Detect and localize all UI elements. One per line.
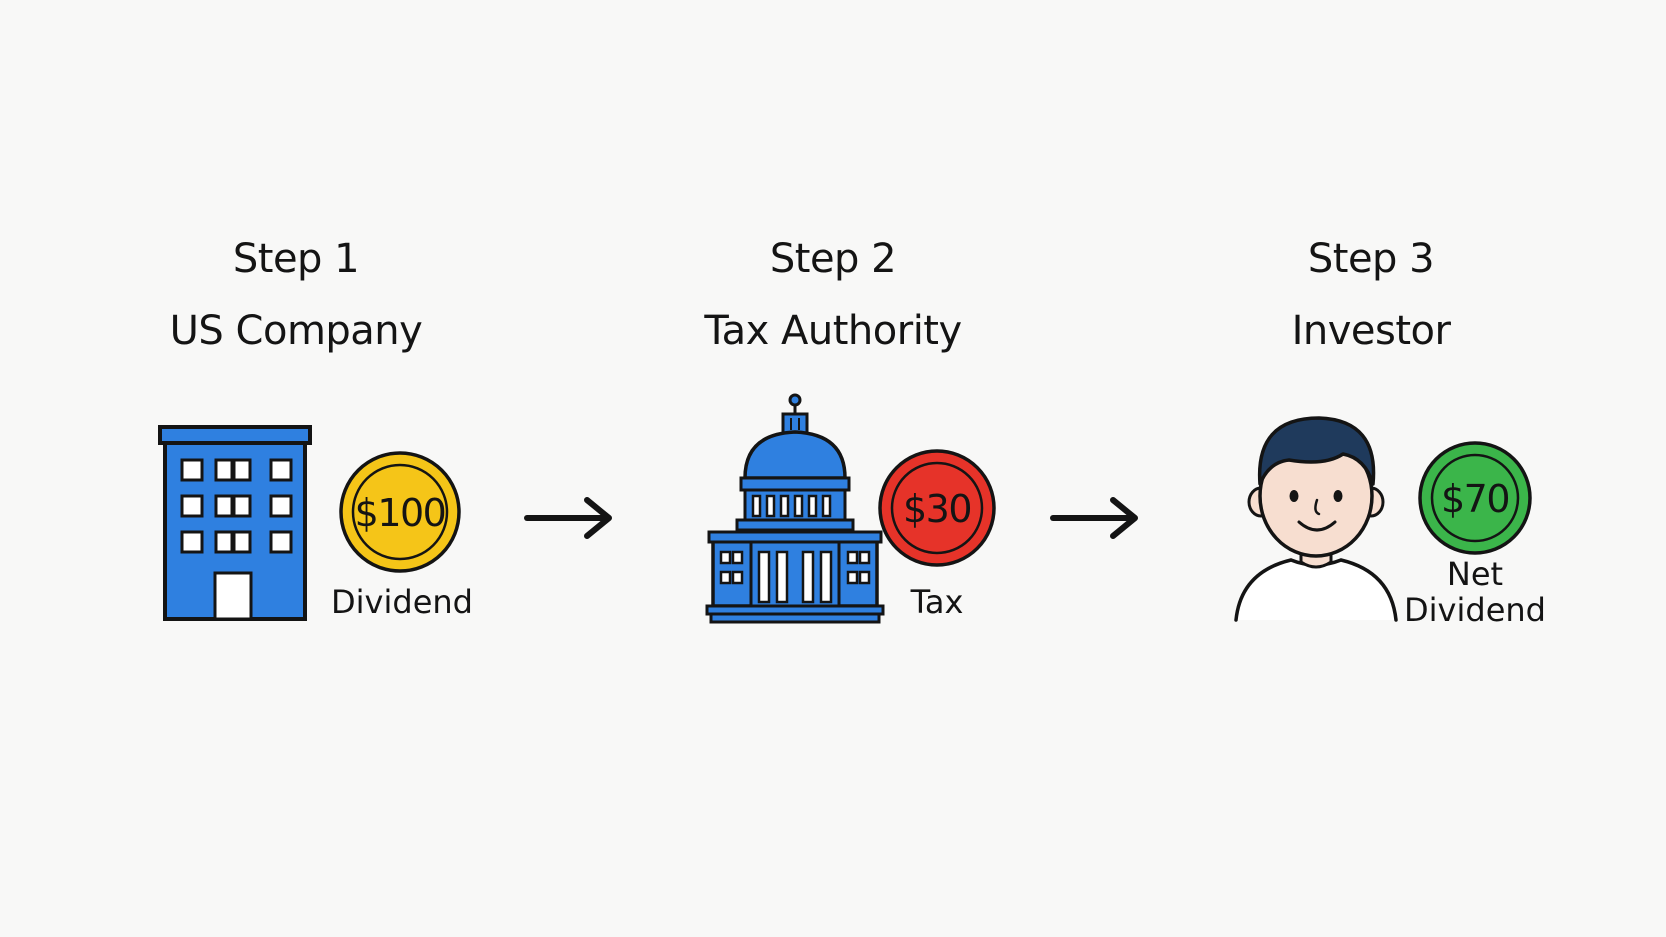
step-2-title: Tax Authority xyxy=(704,308,962,354)
arrow-right-icon xyxy=(1050,497,1138,539)
person-icon xyxy=(1234,416,1398,622)
dividend-coin: $100 xyxy=(339,451,461,573)
tax-caption: Tax xyxy=(910,583,964,621)
step-2-label: Step 2 xyxy=(769,236,897,282)
net-dividend-caption: Net Dividend xyxy=(1395,556,1555,628)
office-building-icon xyxy=(158,425,312,621)
step-3-title: Investor xyxy=(1291,308,1451,354)
dividend-amount: $100 xyxy=(355,491,446,535)
tax-coin: $30 xyxy=(878,449,996,567)
dividend-caption: Dividend xyxy=(331,583,473,621)
net-dividend-coin: $70 xyxy=(1418,441,1532,555)
net-dividend-caption-line2: Dividend xyxy=(1404,591,1546,629)
net-dividend-caption-line1: Net xyxy=(1446,555,1504,593)
step-1-title: US Company xyxy=(169,308,423,354)
step-3-label: Step 3 xyxy=(1307,236,1435,282)
tax-amount: $30 xyxy=(903,487,971,531)
step-1-label: Step 1 xyxy=(232,236,360,282)
net-dividend-amount: $70 xyxy=(1441,477,1509,521)
arrow-right-icon xyxy=(524,497,612,539)
capitol-building-icon xyxy=(705,393,885,624)
